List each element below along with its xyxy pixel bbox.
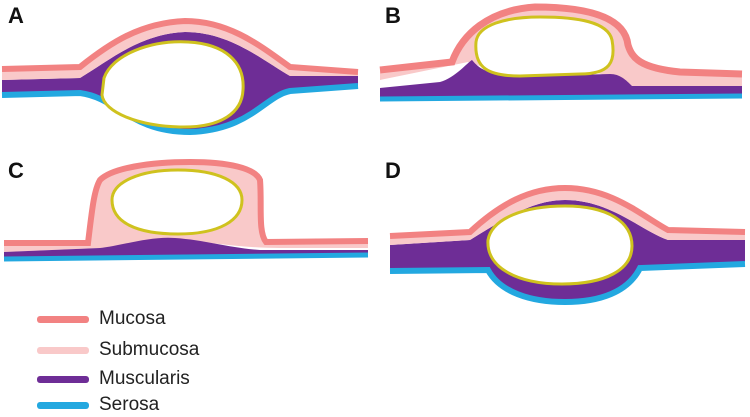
panel-a-mucosa: [1, 17, 359, 75]
panel-a-diagram: [1, 17, 359, 136]
legend-label-mucosa: Mucosa: [99, 308, 166, 329]
legend-label-serosa: Serosa: [99, 394, 160, 415]
panel-c-diagram: [3, 158, 369, 262]
serosa-swatch: [37, 401, 89, 409]
legend-item-mucosa: Mucosa: [37, 307, 166, 331]
panel-d-cyst: [486, 204, 634, 286]
muscularis-swatch: [37, 375, 89, 383]
panel-a-cyst: [100, 40, 245, 129]
legend-label-muscularis: Muscularis: [99, 368, 190, 389]
panel-a-submucosa: [2, 22, 358, 80]
panel-c-cyst: [110, 168, 244, 236]
legend-item-submucosa: Submucosa: [37, 338, 199, 362]
panel-b-mucosa: [379, 3, 743, 78]
legend-item-serosa: Serosa: [37, 393, 159, 417]
panel-b-diagram: [379, 3, 743, 102]
submucosa-swatch: [37, 346, 89, 354]
panel-c-serosa: [3, 252, 369, 262]
panel-d-diagram: [389, 184, 746, 306]
panel-b-serosa: [379, 93, 743, 102]
panel-label-a: A: [8, 3, 24, 28]
panel-label-d: D: [385, 158, 401, 183]
legend-label-submucosa: Submucosa: [99, 339, 200, 360]
panel-b-cyst: [474, 15, 615, 78]
panel-label-c: C: [8, 158, 24, 183]
panel-label-b: B: [385, 3, 401, 28]
panel-d-submucosa: [390, 190, 745, 245]
panel-b-muscularis: [380, 60, 742, 100]
mucosa-swatch: [37, 315, 89, 323]
panel-c-mucosa: [4, 158, 369, 246]
panel-d-mucosa: [389, 184, 746, 239]
panel-d-serosa: [389, 261, 746, 306]
legend-item-muscularis: Muscularis: [37, 367, 190, 391]
